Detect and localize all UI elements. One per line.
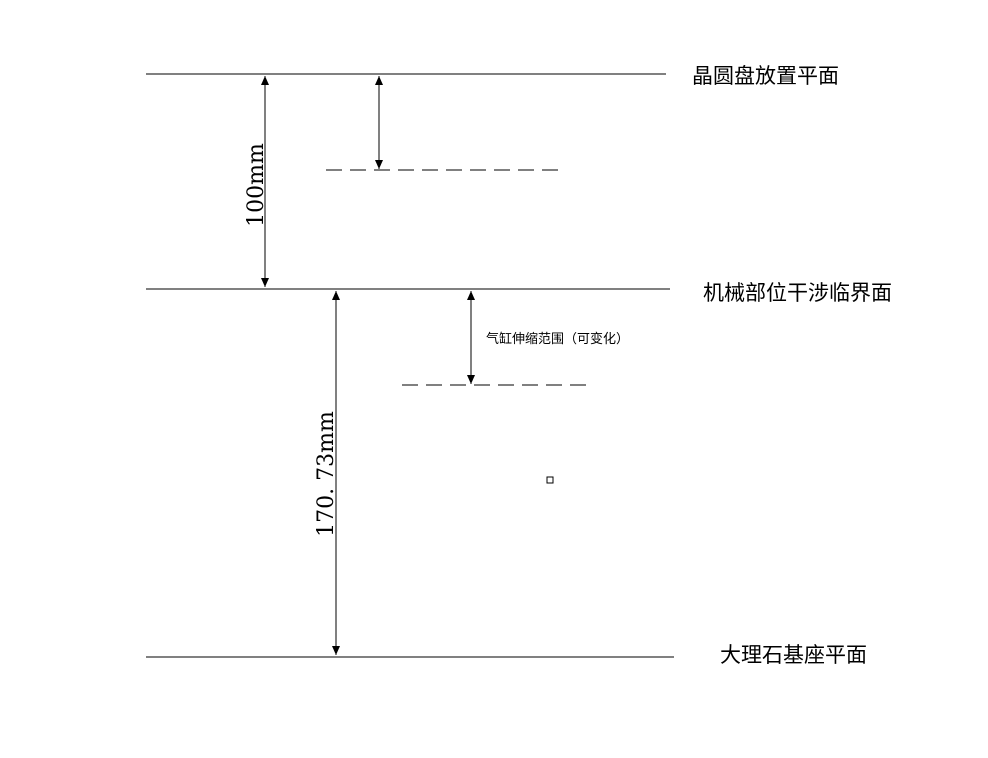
cylinder-range-note: 气缸伸缩范围（可变化）: [486, 332, 630, 347]
marble-plane-label: 大理石基座平面: [720, 643, 867, 667]
upper-dimension-label: 100mm: [244, 143, 269, 227]
point-marker: [546, 476, 554, 484]
interference-plane-label: 机械部位干涉临界面: [703, 281, 892, 305]
wafer-plane-label: 晶圆盘放置平面: [692, 64, 839, 88]
lower-dimension-label: 170. 73mm: [314, 411, 339, 537]
